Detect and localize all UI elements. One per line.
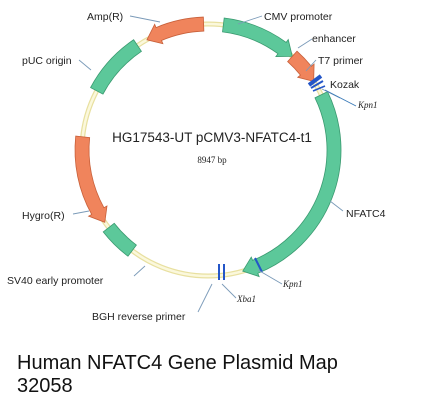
caption: Human NFATC4 Gene Plasmid Map 32058 — [17, 352, 417, 398]
label-kpn1-bottom: Kpn1 — [282, 279, 303, 289]
caption-id: 32058 — [17, 375, 73, 397]
label-puc-origin: pUC origin — [22, 55, 72, 67]
label-cmv-promoter: CMV promoter — [264, 11, 333, 23]
plasmid-size: 8947 bp — [197, 155, 227, 165]
plasmid-name: HG17543-UT pCMV3-NFATC4-t1 — [112, 130, 312, 145]
label-xba1: Xba1 — [236, 294, 256, 304]
feature-arc-enhancer — [287, 50, 315, 82]
label-amp: Amp(R) — [87, 11, 123, 23]
kozak-mark — [310, 80, 324, 89]
kpn1-mark-bottom — [254, 257, 263, 273]
label-kozak: Kozak — [330, 79, 360, 91]
label-nfatc4: NFATC4 — [346, 208, 386, 220]
label-enhancer: enhancer — [312, 33, 356, 45]
kpn1-mark-top — [312, 85, 326, 92]
plasmid-map: Amp(R) CMV promoter enhancer T7 primer K… — [7, 11, 386, 323]
label-sv40-early-promoter: SV40 early promoter — [7, 275, 104, 287]
feature-arc-amp — [146, 16, 205, 45]
label-hygro: Hygro(R) — [22, 210, 65, 222]
caption-title: Human NFATC4 Gene Plasmid Map — [17, 352, 338, 374]
label-t7-primer: T7 primer — [318, 55, 363, 67]
t7-primer-mark — [307, 74, 323, 87]
feature-arc-puc-origin — [90, 39, 143, 95]
feature-arc-cmv-promoter — [222, 17, 293, 57]
feature-arc-sv40-early-promoter — [102, 222, 137, 257]
feature-arc-hygro — [74, 135, 108, 223]
feature-arc-nfatc4 — [242, 91, 342, 278]
label-bgh-reverse-primer: BGH reverse primer — [92, 311, 186, 323]
label-kpn1-top: Kpn1 — [357, 100, 378, 110]
